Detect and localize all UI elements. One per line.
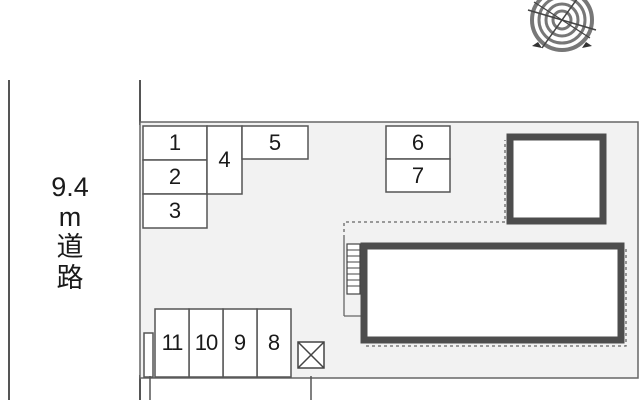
dashed-boundary-main xyxy=(343,140,506,238)
road-label: 9.4 m 道 路 xyxy=(40,172,100,293)
road-width-value: 9.4 xyxy=(51,172,89,202)
building-main xyxy=(360,242,625,344)
parking-label-1: 1 xyxy=(168,130,182,155)
parking-space-11 xyxy=(154,308,190,378)
parking-label-6: 6 xyxy=(411,129,425,155)
parking-space-7 xyxy=(385,158,451,193)
parking-label-8: 8 xyxy=(267,330,281,355)
parking-space-5 xyxy=(241,125,309,160)
parking-label-10: 10 xyxy=(194,330,218,355)
parking-space-1 xyxy=(142,125,208,161)
parking-label-7: 7 xyxy=(411,162,425,188)
parking-label-4: 4 xyxy=(218,147,231,172)
parking-label-9: 9 xyxy=(233,330,247,355)
parking-label-3: 3 xyxy=(168,198,182,223)
building-small xyxy=(506,133,607,225)
parking-space-3 xyxy=(142,193,208,229)
stair-steps xyxy=(347,249,360,287)
parking-space-2 xyxy=(142,159,208,195)
parking-label-11: 11 xyxy=(161,330,184,355)
dashed-boundary-bottom xyxy=(366,246,627,347)
road-char-1: 道 xyxy=(56,232,84,263)
road-char-2: 路 xyxy=(56,262,84,293)
parking-label-2: 2 xyxy=(168,164,182,189)
bike-stall xyxy=(143,332,154,378)
parking-space-6 xyxy=(385,125,451,160)
parking-label-5: 5 xyxy=(268,129,282,155)
parking-space-4 xyxy=(206,125,243,195)
compass-rose-icon xyxy=(527,0,597,53)
road-width-unit: m xyxy=(58,202,82,233)
